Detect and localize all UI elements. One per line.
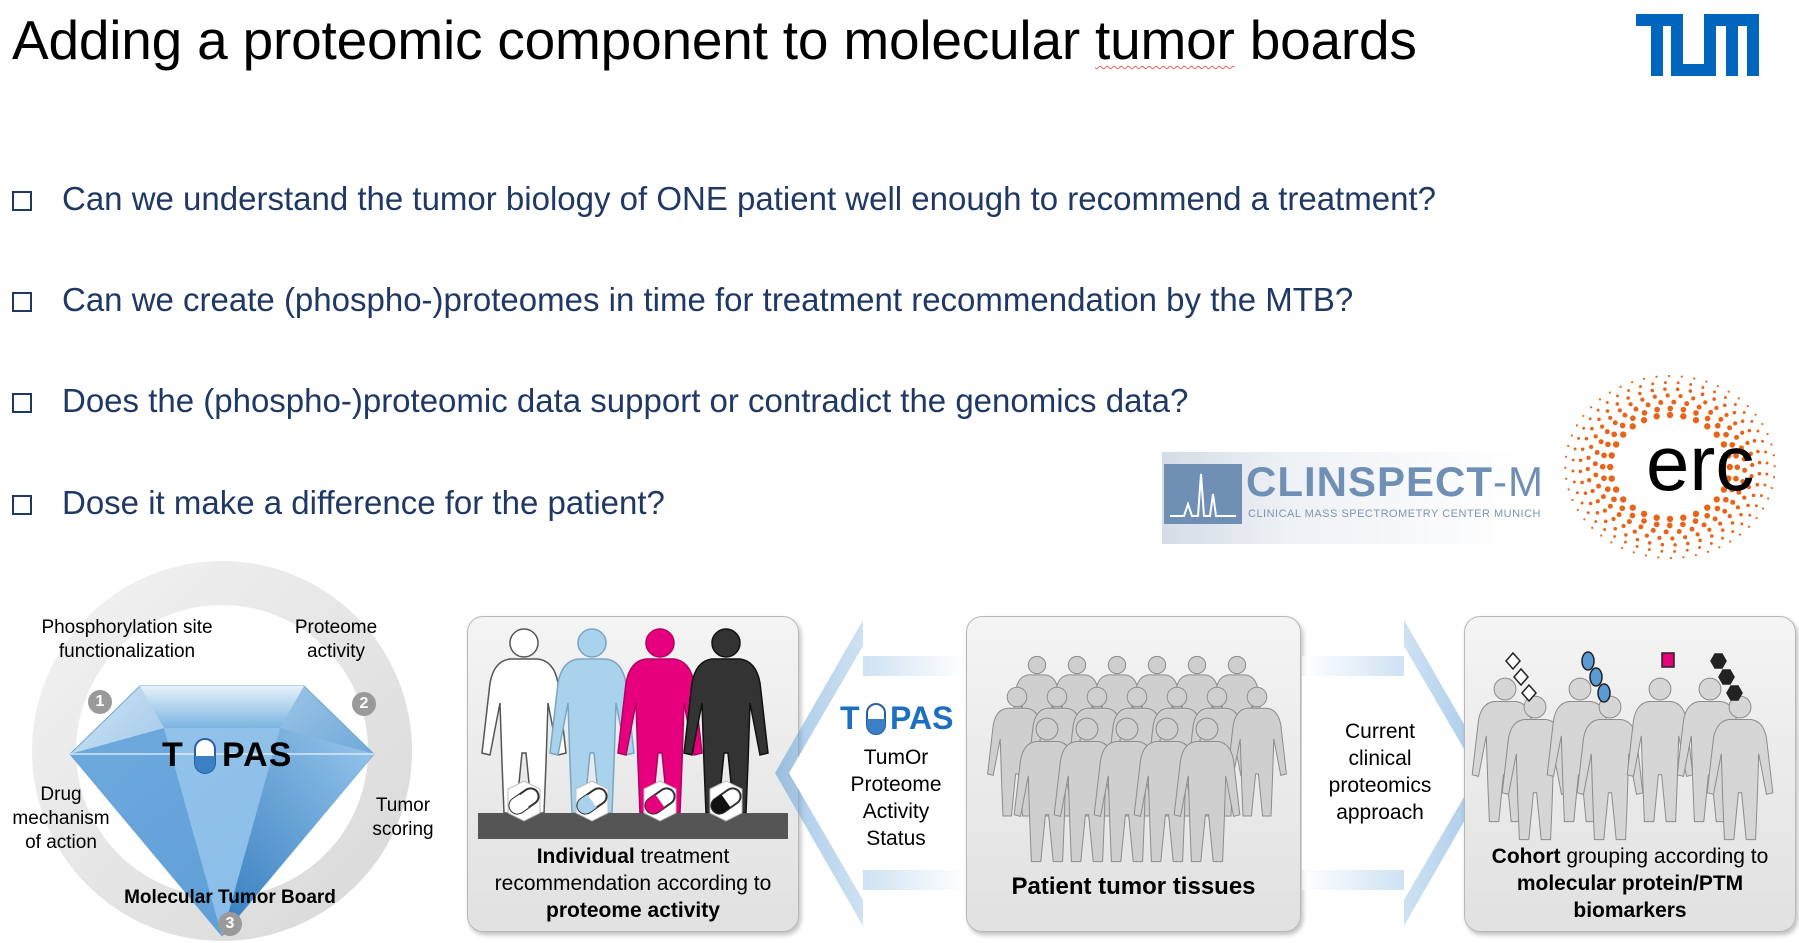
label-line: scoring [372,819,434,840]
title-part-2: boards [1234,9,1417,71]
topas-t: T [162,736,184,774]
topas-pas: PAS [222,736,293,774]
label-line: activity [306,641,366,662]
caption-text: grouping according to [1560,845,1769,868]
topas-pas: PAS [890,700,954,736]
caption-bold: Individual [536,845,635,868]
label-line: Drug [40,784,82,805]
cycle-ring-icon [32,561,412,941]
checkbox-icon [12,292,32,312]
clinspect-subtitle: CLINICAL MASS SPECTROMETRY CENTER MUNICH [1248,508,1542,520]
tum-logo [1636,14,1759,76]
erc-text: erc [1646,419,1755,507]
title-underlined-word: tumor [1095,9,1235,71]
approach-line: approach [1336,801,1424,824]
capsule-icon [866,703,886,735]
definition-line: TumOr [863,746,929,769]
topas-wordmark-small: T PAS [836,700,962,740]
checkbox-icon [12,393,32,413]
caption-bold: proteome activity [546,899,720,922]
caption-text: treatment [634,845,730,868]
patient-figures-icon [478,628,788,839]
label-molecular-tumor-board: Molecular Tumor Board [124,887,336,908]
clinspect-name: CLINSPECT [1246,458,1494,505]
checkbox-icon [12,191,32,211]
label-tumor-scoring: Tumor scoring [358,794,448,842]
topas-definition: TumOr Proteome Activity Status [826,744,966,852]
topas-left-arrow-icon [775,620,965,926]
approach-line: proteomics [1328,774,1432,797]
label-phospho-site: Phosphorylation site functionalization [22,616,232,664]
step-number-2: 2 [359,695,369,712]
topas-cycle-diagram: 1 2 3 Phosphorylation site functionaliza… [0,561,460,941]
clinspect-suffix: -M [1493,458,1544,505]
slide-title: Adding a proteomic component to molecula… [12,8,1417,72]
patient-tumor-tissues-label: Patient tumor tissues [1011,873,1256,900]
label-line: Tumor [375,795,431,816]
patient-tumor-tissues-panel: Patient tumor tissues [966,616,1301,932]
cohort-grouping-caption: Cohort grouping according to molecular p… [1465,843,1795,924]
label-line: mechanism [12,808,110,829]
step-number-1: 1 [95,693,105,710]
step-number-3: 3 [225,915,235,932]
caption-bold: molecular protein/PTM [1516,872,1744,895]
caption-text: recommendation according to [494,872,772,895]
title-part-1: Adding a proteomic component to molecula… [12,9,1096,71]
erc-dot-ring-icon [1564,374,1776,560]
label-line: of action [25,832,97,853]
question-2: Can we create (phospho-)proteomes in tim… [12,281,1353,319]
label-drug-mechanism: Drug mechanism of action [0,783,122,855]
approach-line: Current [1344,720,1416,743]
individual-treatment-panel: Individual treatment recommendation acco… [467,616,799,932]
patient-crowd-icon [987,655,1287,863]
question-1: Can we understand the tumor biology of O… [12,180,1436,218]
label-line: Proteome [294,617,378,638]
cohort-groups-icon [1471,651,1774,841]
caption-bold: biomarkers [1573,899,1687,922]
current-approach-text: Current clinical proteomics approach [1310,718,1450,826]
clinspect-m-logo: CLINSPECT-M CLINICAL MASS SPECTROMETRY C… [1162,452,1543,544]
question-text: Can we understand the tumor biology of O… [62,180,1436,217]
label-line: functionalization [58,641,196,662]
definition-line: Activity [862,800,930,823]
checkbox-icon [12,495,32,515]
topas-t: T [840,700,860,736]
definition-line: Status [866,827,926,850]
topas-arrow-text: T PAS TumOr Proteome Activity Status [836,700,962,860]
topas-wordmark: T PAS [160,736,310,776]
capsule-icon [194,738,216,774]
current-approach-right-arrow-icon [1302,620,1492,926]
label-line: Phosphorylation site [41,617,213,638]
question-text: Dose it make a difference for the patien… [62,484,665,521]
cohort-grouping-panel: Cohort grouping according to molecular p… [1464,616,1796,932]
caption-bold: Cohort [1491,845,1561,868]
question-3: Does the (phospho-)proteomic data suppor… [12,382,1188,420]
individual-treatment-caption: Individual treatment recommendation acco… [468,843,798,924]
question-text: Does the (phospho-)proteomic data suppor… [62,382,1189,419]
label-proteome-activity: Proteome activity [276,616,396,664]
pill-hexagons [507,780,743,822]
question-4: Dose it make a difference for the patien… [12,484,665,522]
mass-spectrum-icon [1164,464,1242,524]
erc-logo: erc [1560,374,1780,560]
definition-line: Proteome [850,773,942,796]
approach-line: clinical [1348,747,1412,770]
question-text: Can we create (phospho-)proteomes in tim… [62,281,1354,318]
